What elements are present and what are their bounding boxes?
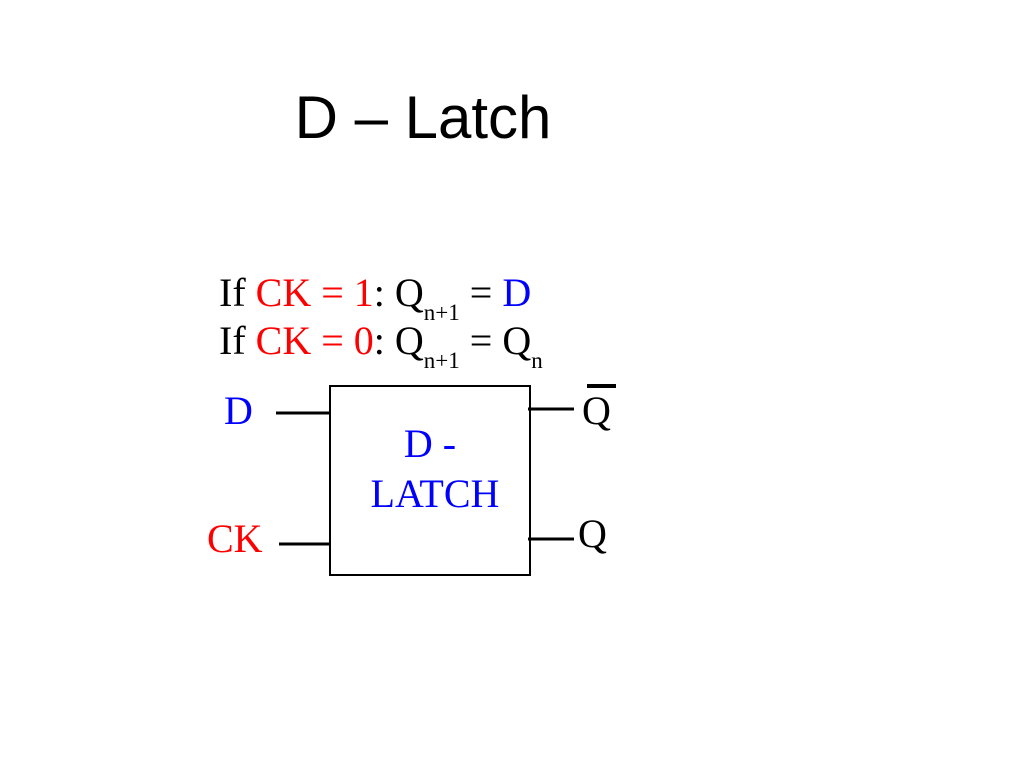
block-label-line1: D - — [404, 421, 456, 466]
rule-colon: : — [373, 318, 395, 363]
rule-result-subscript: n — [531, 348, 543, 373]
rule-ck-high: If CK = 1: Qn+1 = D — [219, 270, 532, 325]
rule-result: Q — [502, 318, 532, 363]
d-input-label: D — [224, 388, 253, 433]
latch-block — [329, 385, 531, 576]
q-output-label: Q — [578, 511, 607, 556]
rule-condition: CK = 1 — [255, 270, 374, 315]
rule-ck-low: If CK = 0: Qn+1 = Qn — [219, 318, 543, 373]
rule-q-subscript: n+1 — [423, 300, 460, 325]
rule-prefix: If — [219, 318, 256, 363]
rule-prefix: If — [219, 270, 256, 315]
rule-result: D — [502, 270, 532, 315]
ck-input-label: CK — [207, 516, 263, 561]
rule-q: Q — [394, 318, 424, 363]
rule-q-subscript: n+1 — [423, 348, 460, 373]
rule-equals: = — [459, 270, 503, 315]
slide-title: D – Latch — [294, 84, 552, 151]
rule-equals: = — [459, 318, 503, 363]
q-bar-output-label: Q — [582, 388, 611, 433]
rule-condition: CK = 0 — [255, 318, 374, 363]
rule-colon: : — [373, 270, 395, 315]
block-label-line2: LATCH — [371, 471, 500, 516]
rule-q: Q — [394, 270, 424, 315]
